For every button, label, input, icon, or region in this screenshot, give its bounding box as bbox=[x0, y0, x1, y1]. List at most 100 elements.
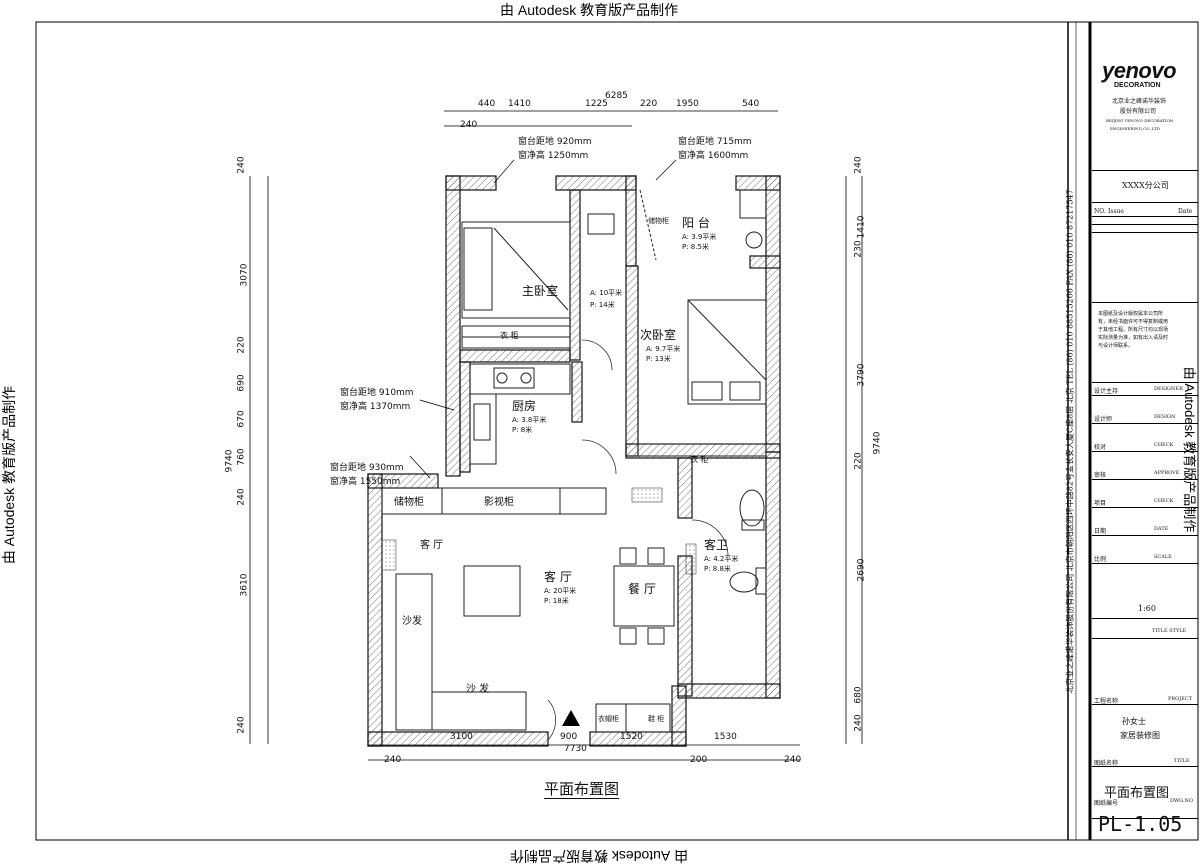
dim-bottom2-2: 240 bbox=[784, 755, 802, 765]
watermark-bottom: 由 Autodesk 教育版产品制作 bbox=[510, 848, 689, 864]
rev-no: NO. bbox=[1094, 208, 1106, 215]
drawing-name: 平面布置图 bbox=[1104, 786, 1170, 801]
living-furniture bbox=[381, 487, 675, 733]
room-name-2: 次卧室 bbox=[640, 328, 677, 342]
drawing-name-cn: 图纸名称 bbox=[1094, 760, 1119, 767]
label-dining: 餐 厅 bbox=[628, 582, 656, 596]
dim-right-3: 3790 bbox=[856, 363, 867, 387]
project-value-1: 孙女士 bbox=[1122, 717, 1146, 726]
plan-title: 平面布置图 bbox=[544, 780, 620, 798]
title-note: 本图纸及设计版权属本公司所有，未经书面许可不得复制或用于其他工程。所有尺寸均以现… bbox=[1098, 311, 1169, 349]
window-note-1-height: 窗净高 1600mm bbox=[678, 151, 749, 161]
window-note-2-height: 窗净高 1370mm bbox=[340, 402, 411, 412]
room-area-3: A: 3.8平米 bbox=[512, 416, 547, 424]
dim-bottom2-0: 240 bbox=[384, 755, 402, 765]
room-name-1: 阳 台 bbox=[682, 216, 710, 230]
tb-field-en-3: APPROVE bbox=[1154, 470, 1180, 476]
dim-right-6: 680 bbox=[853, 686, 864, 704]
dim-bottom-1: 900 bbox=[560, 732, 578, 742]
dim-left-1: 3070 bbox=[239, 263, 250, 287]
rev-date: Date bbox=[1178, 208, 1193, 215]
dim-top-1: 1410 bbox=[508, 99, 531, 109]
watermark-top: 由 Autodesk 教育版产品制作 bbox=[500, 2, 679, 18]
leader-lines bbox=[409, 159, 677, 479]
tb-field-en-4: CHECK bbox=[1154, 498, 1174, 504]
dim-right-total: 9740 bbox=[872, 431, 883, 455]
entrance-arrow-icon bbox=[562, 710, 580, 726]
drawing-no-cn: 图纸编号 bbox=[1094, 800, 1119, 807]
room-area-1: A: 3.9平米 bbox=[682, 233, 717, 241]
room-area-2: A: 9.7平米 bbox=[646, 345, 681, 353]
dim-top-3: 220 bbox=[640, 99, 658, 109]
room-perim-0: P: 14米 bbox=[590, 301, 615, 309]
tb-field-cn-2: 校对 bbox=[1094, 444, 1107, 451]
window-note-0-height: 窗净高 1250mm bbox=[518, 151, 589, 161]
title-style-label: TITLE STYLE bbox=[1152, 628, 1187, 634]
dim-left-2: 220 bbox=[236, 336, 247, 354]
tb-field-en-0: DESIGNER bbox=[1154, 386, 1183, 392]
tb-field-cn-4: 项目 bbox=[1094, 500, 1107, 507]
room-perim-5: P: 8.8米 bbox=[704, 565, 731, 573]
room-name-5: 客卫 bbox=[704, 538, 729, 552]
tb-field-en-2: CHECK bbox=[1154, 442, 1174, 448]
dim-right-0: 240 bbox=[853, 156, 864, 174]
branch-name: XXXX分公司 bbox=[1122, 181, 1169, 190]
tb-field-cn-3: 审核 bbox=[1094, 472, 1107, 479]
dim-left-8: 240 bbox=[236, 716, 247, 734]
dim-left-6: 240 bbox=[236, 488, 247, 506]
dim-right-5: 2690 bbox=[856, 558, 867, 582]
room-perim-1: P: 8.5米 bbox=[682, 243, 709, 251]
room-perim-2: P: 13米 bbox=[646, 355, 671, 363]
room-name-3: 厨房 bbox=[512, 399, 537, 413]
dim-left-5: 760 bbox=[236, 448, 247, 466]
dim-left-3: 690 bbox=[236, 374, 247, 392]
kitchen-fixtures bbox=[469, 363, 571, 465]
dim-left-7: 3610 bbox=[239, 573, 250, 597]
window-note-3-height: 窗净高 1550mm bbox=[330, 477, 401, 487]
dim-top-0: 440 bbox=[478, 99, 496, 109]
window-note-2-sill: 窗台距地 910mm bbox=[340, 388, 414, 398]
label-wardrobe-master: 衣 柜 bbox=[500, 331, 519, 340]
label-living-small: 客 厅 bbox=[420, 540, 444, 551]
bathroom-fixtures bbox=[729, 489, 767, 595]
window-note-3-sill: 窗台距地 930mm bbox=[330, 463, 404, 473]
watermark-left: 由 Autodesk 教育版产品制作 bbox=[1, 385, 18, 565]
project-cn: 工程名称 bbox=[1094, 698, 1119, 705]
dim-right-1: 1410 bbox=[856, 215, 867, 239]
label-wardrobe-second: 衣 柜 bbox=[690, 455, 709, 464]
label-storage-balcony: 储物柜 bbox=[648, 217, 669, 225]
walls bbox=[367, 175, 781, 747]
door-swings bbox=[547, 339, 729, 741]
label-sofa-2: 沙 发 bbox=[466, 684, 490, 695]
tb-field-en-1: DESIGN bbox=[1154, 414, 1176, 420]
plant-icons bbox=[381, 487, 697, 575]
project-value-2: 家居装修图 bbox=[1120, 731, 1160, 740]
label-tv-cabinet: 影视柜 bbox=[484, 497, 514, 508]
dim-right-2: 230 bbox=[853, 240, 864, 258]
dim-bottom-0: 3100 bbox=[450, 732, 473, 742]
dim-top-total: 6285 bbox=[605, 91, 628, 101]
room-perim-3: P: 8米 bbox=[512, 426, 533, 434]
label-shoe-cabinet: 鞋 柜 bbox=[648, 715, 665, 723]
second-bed bbox=[637, 299, 767, 457]
dimension-lines bbox=[249, 110, 863, 761]
company-en: BEIJING YENOVO DECORATION bbox=[1106, 118, 1174, 123]
label-sofa-1: 沙发 bbox=[402, 616, 422, 627]
dim-left-4: 670 bbox=[236, 410, 247, 428]
company-en2: ENGINEERING CO.,LTD bbox=[1110, 126, 1160, 131]
scale-value: 1:60 bbox=[1138, 604, 1156, 613]
balcony-fixtures bbox=[639, 189, 767, 261]
drawing-no-en: DWG.NO bbox=[1170, 798, 1194, 804]
tb-field-en-5: DATE bbox=[1154, 526, 1169, 532]
window-note-1-sill: 窗台距地 715mm bbox=[678, 137, 752, 147]
brand-sub: DECORATION bbox=[1114, 82, 1161, 89]
room-name-0: 主卧室 bbox=[522, 284, 559, 298]
tb-field-cn-0: 设计主持 bbox=[1094, 388, 1119, 395]
tb-field-cn-6: 比例 bbox=[1094, 556, 1107, 563]
company-cn: 北京业之峰诺华装饰 bbox=[1112, 98, 1167, 105]
label-storage: 储物柜 bbox=[394, 497, 424, 508]
dim-bottom2-1: 200 bbox=[690, 755, 708, 765]
dim-left-0: 240 bbox=[236, 156, 247, 174]
room-perim-4: P: 18米 bbox=[544, 597, 569, 605]
